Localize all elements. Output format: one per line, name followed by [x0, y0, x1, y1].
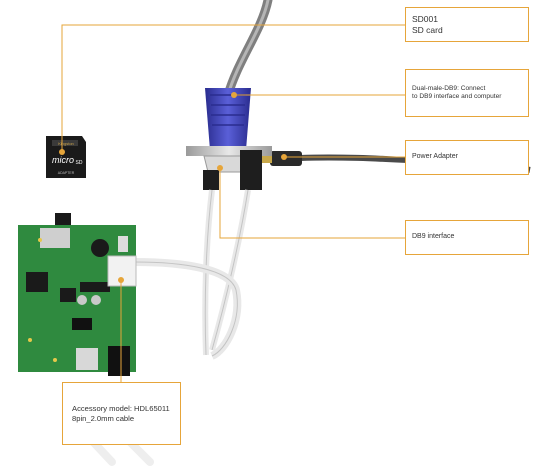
marker-power: [281, 154, 287, 160]
micro-sd-small: [55, 213, 71, 225]
sd-adapter-text: ADAPTER: [58, 171, 75, 175]
callout-power-line1: Power Adapter: [412, 153, 458, 161]
sd-micro-text: micro: [52, 155, 74, 165]
marker-sd: [59, 149, 65, 155]
callout-sd-line1: SD001: [412, 13, 438, 24]
terminal-right: [240, 150, 262, 190]
callout-accessory: Accessory model: HDL65011 8pin_2.0mm cab…: [62, 382, 181, 445]
callout-db9-interface: DB9 interface: [405, 220, 529, 255]
sd-card: Kingston micro SD ADAPTER: [46, 136, 86, 178]
callout-db9-interface-line1: DB9 interface: [412, 233, 455, 241]
callout-sd-line2: SD card: [412, 24, 443, 35]
sd-sub-text: SD: [76, 160, 83, 166]
sd-brand-text: Kingston: [58, 141, 74, 146]
pcb-board: [18, 225, 137, 376]
callout-accessory-line2: 8pin_2.0mm cable: [72, 413, 135, 423]
callout-db9-cable-line1: Dual-male-DB9: Connect: [412, 84, 486, 92]
callout-accessory-line1: Accessory model: HDL65011: [72, 404, 170, 414]
callout-sd-card: SD001 SD card: [405, 7, 529, 42]
marker-db9-interface: [217, 165, 223, 171]
callout-power-adapter: Power Adapter: [405, 140, 529, 175]
callout-db9-cable: Dual-male-DB9: Connect to DB9 interface …: [405, 69, 529, 117]
terminal-left: [203, 170, 219, 190]
marker-accessory: [118, 277, 124, 283]
leader-sd: [61, 24, 405, 152]
callout-db9-cable-line2: to DB9 interface and computer: [412, 93, 502, 100]
marker-db9-cable: [231, 92, 237, 98]
leader-db9-interface: [219, 168, 405, 239]
